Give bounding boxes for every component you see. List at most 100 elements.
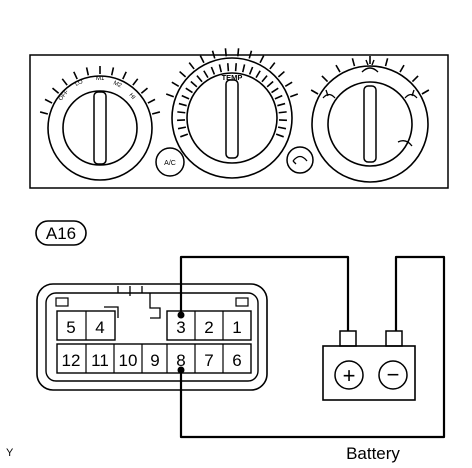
connector-housing-outer <box>36 283 268 391</box>
knob-right-tick <box>335 64 341 73</box>
knob-right-tick <box>321 75 329 83</box>
knob-left-ticks <box>39 66 161 115</box>
pin-12: 12 <box>62 351 81 370</box>
temperature-tick <box>241 64 246 73</box>
temperature-tick <box>275 133 284 138</box>
temperature-outer-tick <box>277 70 285 78</box>
knob-right <box>286 56 430 183</box>
pin-row-bottom: 12 11 10 9 8 7 6 <box>56 343 252 374</box>
knob-left-tick <box>110 67 115 76</box>
blower-label-off: OFF <box>58 89 71 102</box>
corner-mark: Y <box>6 447 14 459</box>
knob-left-tick <box>85 67 90 76</box>
knob-center: TEMP <box>165 48 299 179</box>
wire-pin8-to-negative <box>179 255 446 439</box>
knob-right-tick <box>399 64 405 73</box>
knob-center-grip[interactable] <box>225 79 239 159</box>
ac-button-label: A/C <box>164 160 176 167</box>
temperature-tick <box>274 94 283 100</box>
negative-symbol: − <box>387 362 400 387</box>
connector-id: A16 <box>46 224 76 243</box>
positive-symbol: + <box>343 363 356 388</box>
pin-5: 5 <box>66 318 75 337</box>
blower-label-m2: M2 <box>112 80 123 89</box>
temperature-outer-tick <box>211 50 216 59</box>
temperature-tick <box>218 64 223 73</box>
pin-1: 1 <box>232 318 241 337</box>
temperature-tick <box>271 87 279 94</box>
temperature-outer-tick <box>199 55 205 64</box>
temperature-tick <box>178 102 187 107</box>
temperature-tick <box>177 126 187 130</box>
knob-left-tick-labels: OFF LO M1 M2 HI <box>58 76 136 102</box>
battery-positive-mark <box>334 360 364 390</box>
temperature-tick <box>196 75 203 83</box>
ac-button[interactable]: A/C <box>155 147 185 177</box>
recirculation-button[interactable] <box>286 146 314 174</box>
probe-point-pin3 <box>177 311 185 319</box>
connector-key-right <box>235 297 249 307</box>
wire-pin3-to-positive <box>179 255 350 331</box>
temperature-tick <box>277 102 286 107</box>
pin-block-top-right <box>166 310 252 341</box>
knob-left-grip[interactable] <box>93 91 107 165</box>
knob-left-tick <box>147 98 156 104</box>
temperature-tick <box>185 87 193 94</box>
battery-body <box>322 345 416 401</box>
pin-3: 3 <box>176 318 185 337</box>
temp-label: TEMP <box>222 73 243 82</box>
defrost-foot-mode-icon <box>397 140 413 147</box>
pin-row-top: 5 4 3 2 1 <box>56 310 252 341</box>
battery-terminal-negative <box>385 330 403 347</box>
temperature-tick <box>203 70 209 79</box>
knob-left-tick <box>73 71 78 80</box>
battery-label: Battery <box>346 444 400 463</box>
knob-right-tick <box>384 58 389 67</box>
temperature-outer-tick <box>284 81 293 87</box>
temperature-tick <box>266 80 274 88</box>
pin-4: 4 <box>95 318 104 337</box>
connector-a16: A16 5 4 3 2 1 12 <box>35 220 268 391</box>
bi-level-mode-icon <box>322 89 336 99</box>
knob-right-grip[interactable] <box>363 85 377 163</box>
knob-left-tick <box>122 71 127 80</box>
knob-left-tick <box>151 111 161 115</box>
probe-point-pin8 <box>177 366 185 374</box>
foot-mode-icon <box>404 89 418 99</box>
temperature-tick <box>248 66 254 75</box>
connector-key-left <box>55 297 69 307</box>
connector-id-badge <box>35 220 87 246</box>
temperature-outer-tick <box>269 62 276 70</box>
knob-right-tick <box>421 89 430 95</box>
temperature-tick <box>190 80 198 88</box>
temperature-outer-tick <box>289 93 299 98</box>
temperature-tick <box>255 70 261 79</box>
temperature-outer-tick <box>188 62 195 70</box>
temperature-tick <box>180 133 189 138</box>
wires <box>177 255 446 439</box>
temperature-outer-tick <box>248 50 253 59</box>
pin-block-bottom <box>56 343 252 374</box>
knob-left-tick <box>51 87 60 94</box>
knob-left-tick <box>132 78 139 86</box>
connector-latch <box>104 286 161 319</box>
pin-10: 10 <box>119 351 138 370</box>
pin-2: 2 <box>204 318 213 337</box>
temperature-outer-tick <box>165 93 175 98</box>
recirculation-icon <box>292 155 308 165</box>
face-mode-icon <box>361 59 379 73</box>
temperature-outer-tick <box>171 81 180 87</box>
battery-negative-mark <box>378 360 408 390</box>
pin-6: 6 <box>232 351 241 370</box>
knob-left-tick <box>39 111 49 115</box>
pin-11: 11 <box>91 351 109 370</box>
pin-9: 9 <box>150 351 159 370</box>
temperature-tick <box>181 94 190 100</box>
knob-right-tick <box>351 58 356 67</box>
knob-left: OFF LO M1 M2 HI <box>39 66 161 181</box>
temperature-tick <box>261 75 268 83</box>
knob-left-tick <box>140 87 149 94</box>
knob-left-tick <box>61 78 68 86</box>
temperature-tick <box>177 111 186 114</box>
